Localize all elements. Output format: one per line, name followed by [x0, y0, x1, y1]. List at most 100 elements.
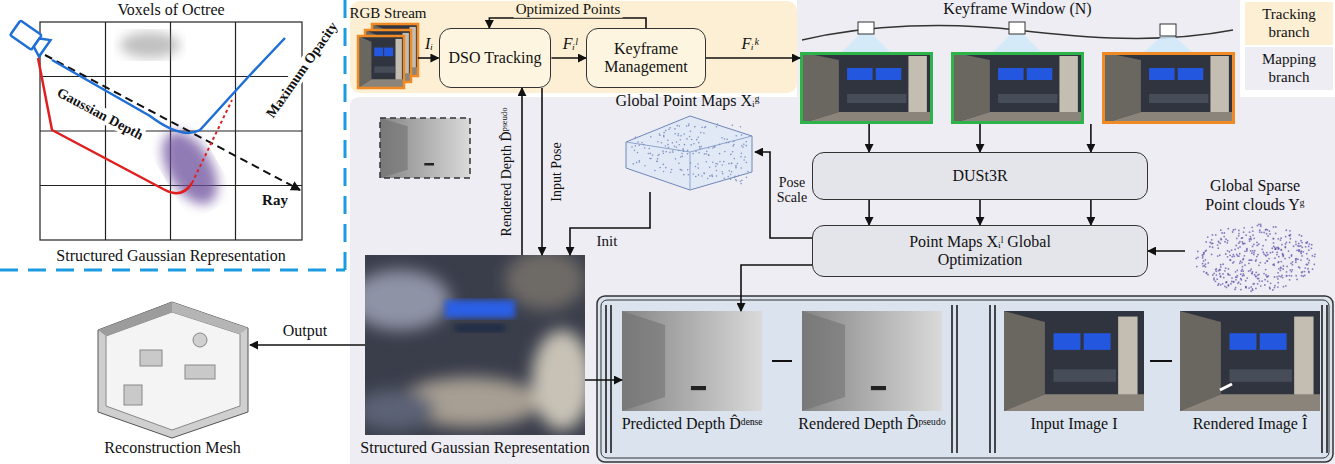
sparse-point [1258, 264, 1260, 266]
point-dot [667, 139, 669, 141]
sparse-point [1277, 248, 1279, 250]
sparse-point [1280, 249, 1282, 251]
sparse-point [1261, 248, 1263, 250]
mapping-panel [350, 0, 1335, 464]
sparse-point [1270, 282, 1272, 284]
point-dot [741, 153, 743, 155]
point-dot [733, 144, 735, 146]
sparse-point [1292, 261, 1294, 263]
point-dot [736, 180, 738, 182]
loss-panel [610, 305, 612, 453]
sparse-point [1288, 250, 1290, 252]
point-dot [694, 126, 696, 128]
point-dot [662, 152, 664, 154]
image-caption: Structured Gaussian Representation [325, 439, 625, 457]
gaussian-blob [120, 32, 180, 58]
point-dot [635, 145, 637, 147]
point-dot [746, 141, 748, 143]
point-dot [721, 137, 723, 139]
sparse-point [1267, 235, 1269, 237]
gaussian-render-art [505, 255, 585, 310]
sparse-point [1212, 274, 1214, 276]
sparse-point [1224, 241, 1226, 243]
sparse-point [1226, 286, 1228, 288]
sparse-point [1236, 276, 1238, 278]
point-dot [691, 139, 693, 141]
point-dot [733, 141, 735, 143]
sparse-point [1238, 281, 1240, 283]
sparse-point [1242, 273, 1244, 275]
sparse-point [1273, 263, 1275, 265]
point-dot [742, 146, 744, 148]
mesh-render: Reconstruction Mesh [95, 300, 250, 436]
sparse-point [1240, 273, 1242, 275]
sparse-point [1201, 254, 1203, 256]
sparse-point [1213, 277, 1215, 279]
gaussian-blob [151, 122, 229, 213]
point-dot [686, 125, 688, 127]
point-dot [743, 159, 745, 161]
sparse-point [1261, 280, 1263, 282]
image-caption: Reconstruction Mesh [63, 439, 283, 457]
sparse-point [1274, 287, 1276, 289]
sparse-point [1253, 252, 1255, 254]
loss-panel [597, 296, 1333, 462]
connector-arrow [418, 57, 439, 59]
sparse-point [1307, 258, 1309, 260]
sparse-point [1225, 282, 1227, 284]
connector-arrow [521, 88, 523, 255]
sparse-point [1275, 248, 1277, 250]
mesh-art [124, 385, 142, 405]
sparse-point [1220, 276, 1222, 278]
point-dot [712, 161, 714, 163]
sparse-point [1249, 240, 1251, 242]
sparse-point [1308, 271, 1310, 273]
sparse-point [1274, 246, 1276, 248]
sparse-point [1220, 229, 1222, 231]
point-dot [732, 145, 734, 147]
point-dot [692, 153, 694, 155]
point-dot [635, 137, 637, 139]
sparse-point [1266, 233, 1268, 235]
point-dot [678, 133, 680, 135]
edge-label: Pose Scale [772, 175, 812, 206]
sparse-point [1242, 258, 1244, 260]
point-dot [719, 161, 721, 163]
point-dot [697, 136, 699, 138]
point-dot [665, 130, 667, 132]
sparse-point [1301, 235, 1303, 237]
loss-panel [597, 296, 1333, 462]
sparse-point [1233, 281, 1235, 283]
edge-label: Output [281, 322, 329, 340]
point-dot [723, 161, 725, 163]
sparse-point [1209, 246, 1211, 248]
sparse-point [1277, 272, 1279, 274]
sparse-point [1282, 265, 1284, 267]
point-map-art [626, 116, 752, 190]
point-dot [733, 158, 735, 160]
dashed-divider [344, 0, 347, 270]
sparse-point [1225, 238, 1227, 240]
sparse-point [1248, 270, 1250, 272]
sparse-point [1298, 243, 1300, 245]
sparse-point [1256, 242, 1258, 244]
point-dot [738, 175, 740, 177]
sparse-point [1226, 281, 1228, 283]
sparse-point [1232, 254, 1234, 256]
sparse-point [1257, 225, 1259, 227]
sparse-point [1306, 241, 1308, 243]
point-dot [713, 146, 715, 148]
sparse-point [1307, 264, 1309, 266]
edge-label: Iᵢ [423, 35, 435, 53]
sparse-point [1275, 248, 1277, 250]
sparse-point [1258, 280, 1260, 282]
sparse-point [1263, 232, 1265, 234]
sparse-point [1228, 268, 1230, 270]
point-dot [668, 147, 670, 149]
sparse-point [1218, 241, 1220, 243]
point-dot [708, 154, 710, 156]
sparse-point [1244, 264, 1246, 266]
loss-panel [1004, 311, 1144, 411]
image-caption: Rendered Image Î [1175, 415, 1325, 433]
point-dot [677, 135, 679, 137]
